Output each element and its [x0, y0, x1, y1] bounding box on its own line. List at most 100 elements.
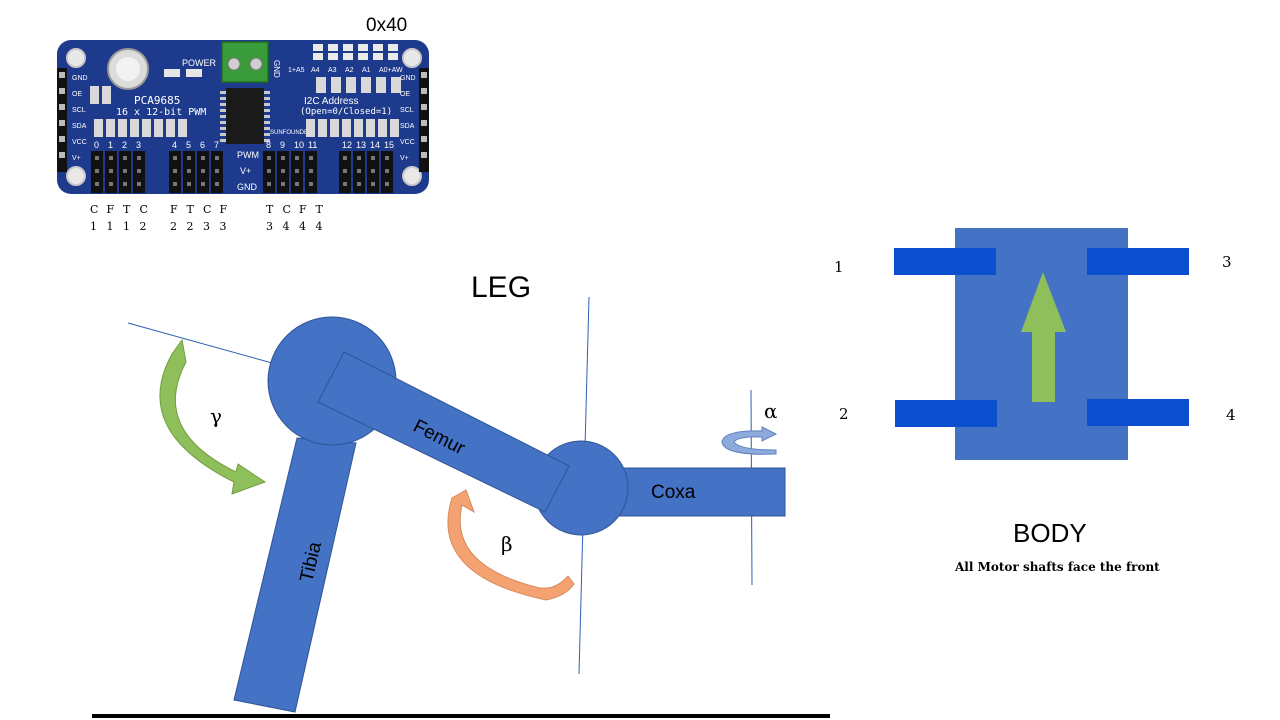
header-pin-icon	[109, 182, 113, 186]
leg-diagram: LEG Coxa Femur Tibia γ β α	[92, 271, 830, 716]
channel-number: 5	[186, 140, 191, 150]
power-label: POWER	[182, 58, 217, 68]
header-pin-icon	[59, 152, 65, 158]
channel-number: 2	[122, 140, 127, 150]
address-jumper-pad-icon	[373, 44, 383, 51]
header-pin-icon	[109, 156, 113, 160]
channel-number: 0	[94, 140, 99, 150]
servo-leg-3	[1087, 248, 1189, 275]
body-leg-label-3: 3	[1222, 253, 1232, 271]
header-pin-icon	[385, 182, 389, 186]
header-pin-icon	[309, 169, 313, 173]
channel-map-letter: T	[266, 203, 274, 216]
header-pin-icon	[421, 120, 427, 126]
left-pin-label: V+	[72, 155, 81, 162]
address-jumper-pad-icon	[343, 53, 353, 60]
mount-hole-icon	[403, 49, 421, 67]
address-jumper-pad-icon	[313, 53, 323, 60]
left-pin-label: SDA	[72, 123, 87, 130]
resistor-icon	[142, 119, 151, 137]
channel-map-letter: F	[170, 203, 178, 216]
channel-map-number: 1	[107, 220, 114, 233]
header-pin-icon	[295, 156, 299, 160]
header-pin-icon	[215, 156, 219, 160]
header-pin-icon	[267, 156, 271, 160]
header-pin-icon	[59, 136, 65, 142]
header-pin-icon	[281, 169, 285, 173]
alpha-rotation-arrow-icon	[722, 427, 776, 454]
servo-leg-4	[1087, 399, 1189, 426]
rail-pwm-label: PWM	[237, 150, 259, 160]
chip-leg-icon	[264, 91, 270, 94]
address-bit-label: A4	[311, 67, 320, 74]
channel-number: 7	[214, 140, 219, 150]
header-pin-icon	[187, 156, 191, 160]
header-pin-icon	[295, 169, 299, 173]
chip-leg-icon	[220, 121, 226, 124]
channel-map-number: 1	[123, 220, 130, 233]
channel-number: 3	[136, 140, 141, 150]
capacitor-top-icon	[116, 57, 140, 81]
rail-gnd-label: GND	[237, 182, 258, 192]
mount-hole-icon	[67, 167, 85, 185]
body-diagram: 1 2 3 4 BODY All Motor shafts face the f…	[834, 228, 1236, 574]
channel-number: 1	[108, 140, 113, 150]
channel-map-letter: T	[316, 203, 324, 216]
resistor-icon	[186, 69, 202, 77]
header-pin-icon	[267, 182, 271, 186]
address-jumper-pad-icon	[373, 53, 383, 60]
left-pin-label: SCL	[72, 107, 86, 114]
channel-map-number: 3	[266, 220, 273, 233]
header-pin-icon	[187, 169, 191, 173]
chip-leg-icon	[264, 121, 270, 124]
address-resistor-icon	[331, 77, 341, 93]
header-pin-icon	[109, 169, 113, 173]
address-jumper-pad-icon	[358, 44, 368, 51]
header-pin-icon	[201, 156, 205, 160]
body-title: BODY	[1013, 518, 1087, 548]
chip-leg-icon	[264, 97, 270, 100]
terminal-screw-icon	[250, 58, 262, 70]
header-pin-icon	[309, 156, 313, 160]
header-pin-icon	[59, 72, 65, 78]
channel-number: 13	[356, 140, 366, 150]
pca9685-board: GND POWER PCA9685 16 x 12-bit PWM I2C Ad…	[57, 40, 429, 194]
header-pin-icon	[137, 169, 141, 173]
power-led-icon	[164, 69, 180, 77]
header-pin-icon	[421, 72, 427, 78]
header-pin-icon	[421, 104, 427, 110]
chip-leg-icon	[264, 115, 270, 118]
address-bit-label: 1+A5	[288, 67, 305, 74]
header-pin-icon	[421, 88, 427, 94]
header-pin-icon	[357, 156, 361, 160]
resistor-icon	[366, 119, 375, 137]
chip-leg-icon	[220, 109, 226, 112]
header-pin-icon	[95, 182, 99, 186]
header-pin-icon	[267, 169, 271, 173]
leg-title: LEG	[471, 271, 531, 304]
i2c-address-title: I2C Address	[304, 96, 358, 107]
header-pin-icon	[187, 182, 191, 186]
beta-label: β	[501, 532, 513, 556]
header-pin-icon	[281, 182, 285, 186]
chip-leg-icon	[220, 97, 226, 100]
address-resistor-icon	[346, 77, 356, 93]
channel-map-letter: C	[90, 203, 98, 216]
gamma-label: γ	[210, 404, 222, 428]
address-jumper-pad-icon	[388, 53, 398, 60]
channel-number: 10	[294, 140, 304, 150]
chip-leg-icon	[220, 91, 226, 94]
header-pin-icon	[59, 120, 65, 126]
resistor-icon	[118, 119, 127, 137]
channel-number: 12	[342, 140, 352, 150]
i2c-address-value: 0x40	[366, 15, 407, 36]
channel-number: 11	[308, 140, 317, 150]
channel-map-letter: T	[123, 203, 131, 216]
body-leg-label-2: 2	[839, 405, 849, 423]
header-pin-icon	[215, 182, 219, 186]
resistor-icon	[90, 86, 99, 104]
resistor-icon	[330, 119, 339, 137]
channel-map-number: 2	[140, 220, 147, 233]
resistor-icon	[342, 119, 351, 137]
right-pin-label: SCL	[400, 107, 414, 114]
